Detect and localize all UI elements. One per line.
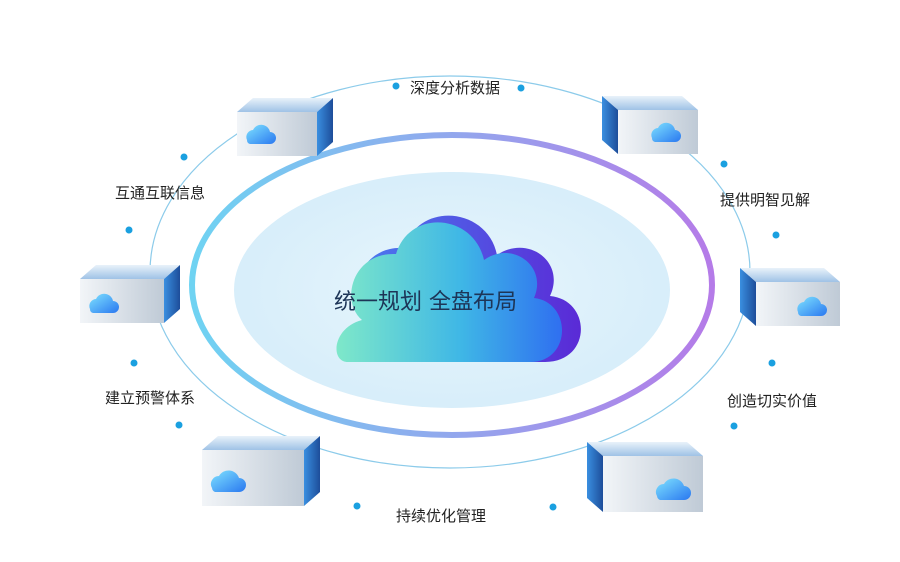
- node-label-lower-right: 创造切实价值: [727, 392, 818, 410]
- center-title: 统一规划 全盘布局: [334, 290, 517, 315]
- server-box-icon-top-left: [237, 98, 333, 156]
- node-label-upper-left: 互通互联信息: [115, 184, 206, 202]
- server-box-icon-left: [80, 265, 180, 323]
- server-box-icon-top-right: [602, 96, 698, 154]
- server-box-icon-bottom-left: [202, 436, 320, 506]
- node-label-lower-left: 建立预警体系: [105, 389, 196, 407]
- connector-dots: [125, 82, 780, 511]
- node-label-bottom: 持续优化管理: [396, 507, 487, 525]
- node-label-upper-right: 提供明智见解: [720, 191, 811, 209]
- cloud-icon: [336, 215, 581, 362]
- server-box-icon-right: [740, 268, 840, 326]
- server-box-icon-bottom-right: [587, 442, 703, 512]
- node-label-top: 深度分析数据: [410, 79, 501, 97]
